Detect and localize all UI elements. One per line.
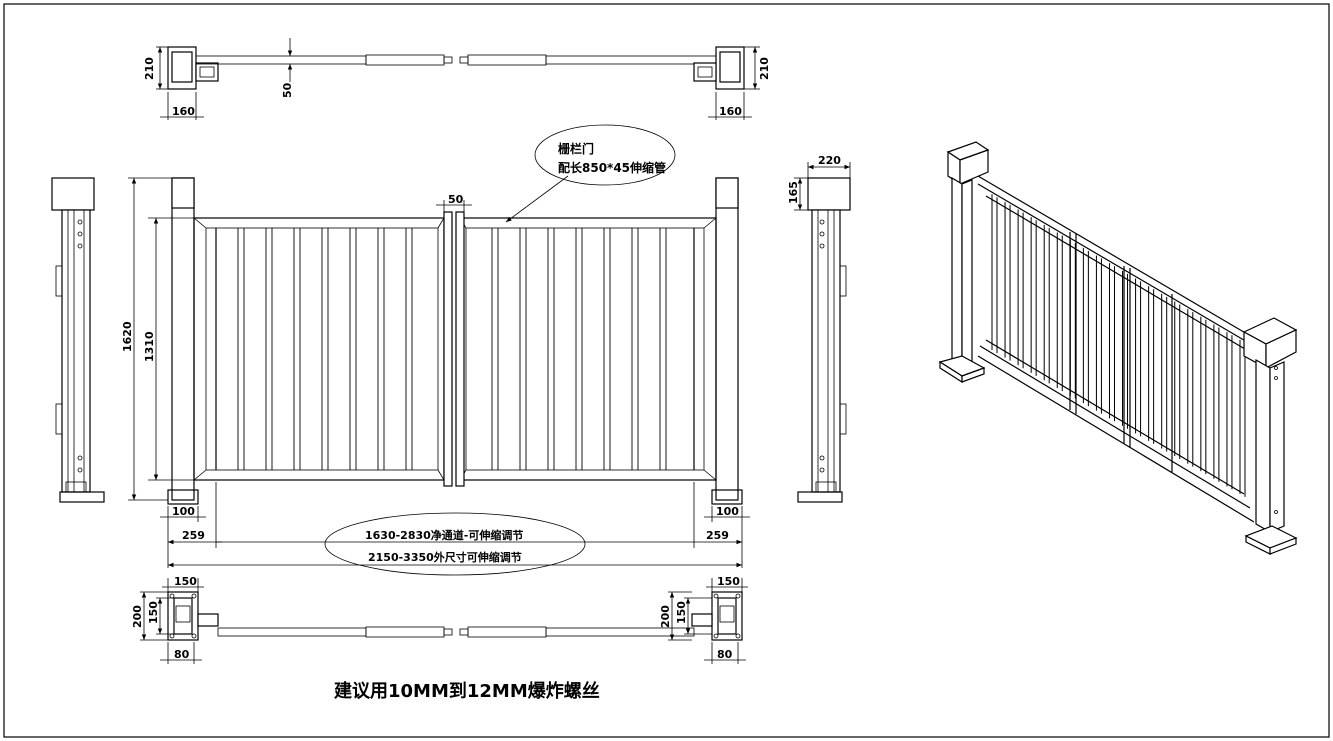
side-head-height-label: 165 bbox=[787, 181, 800, 204]
base-right-inner-height-label: 150 bbox=[675, 601, 688, 624]
bolt-recommendation-caption: 建议用10MM到12MM爆炸螺丝 bbox=[334, 680, 600, 702]
base-left-inner-height-label: 150 bbox=[147, 601, 160, 624]
side-width-label: 220 bbox=[818, 154, 841, 167]
base-right-label: 100 bbox=[716, 505, 739, 518]
net-passage-label: 1630-2830净通道-可伸缩调节 bbox=[365, 528, 523, 542]
side-left-label: 259 bbox=[182, 529, 205, 542]
left-pickets bbox=[237, 228, 413, 470]
callout-title: 栅栏门 bbox=[558, 141, 594, 156]
base-right-width-label: 150 bbox=[717, 575, 740, 588]
front-view: 1620 1310 50 100 100 259 259 1630-2830净通… bbox=[121, 177, 750, 576]
center-gap-label: 50 bbox=[448, 193, 464, 206]
total-height-label: 1620 bbox=[121, 321, 134, 352]
top-left-height-label: 210 bbox=[143, 57, 156, 80]
top-gap-label: 50 bbox=[281, 82, 294, 98]
top-view: 210 160 50 210 160 bbox=[143, 38, 771, 120]
base-left-outer-height-label: 200 bbox=[131, 605, 144, 628]
side-right-label: 259 bbox=[706, 529, 729, 542]
top-right-width-label: 160 bbox=[719, 105, 742, 118]
panel-height-label: 1310 bbox=[143, 331, 156, 362]
gate-callout: 栅栏门 配长850*45伸缩管 bbox=[505, 124, 676, 223]
top-left-width-label: 160 bbox=[172, 105, 195, 118]
base-plan-view: 150 200 150 80 150 200 150 80 bbox=[131, 575, 748, 664]
base-left-offset-label: 80 bbox=[174, 648, 190, 661]
isometric-view bbox=[938, 141, 1298, 555]
base-left-label: 100 bbox=[172, 505, 195, 518]
right-pickets bbox=[491, 228, 667, 470]
outer-size-label: 2150-3350外尺寸可伸缩调节 bbox=[368, 550, 522, 564]
top-right-height-label: 210 bbox=[758, 57, 771, 80]
callout-detail: 配长850*45伸缩管 bbox=[558, 160, 666, 175]
drawing-border bbox=[3, 3, 1330, 738]
right-side-view: 220 165 bbox=[787, 154, 851, 503]
base-left-width-label: 150 bbox=[174, 575, 197, 588]
base-right-outer-height-label: 200 bbox=[659, 605, 672, 628]
left-side-view bbox=[51, 177, 105, 503]
isometric-pickets bbox=[991, 194, 1246, 497]
base-right-offset-label: 80 bbox=[717, 648, 733, 661]
